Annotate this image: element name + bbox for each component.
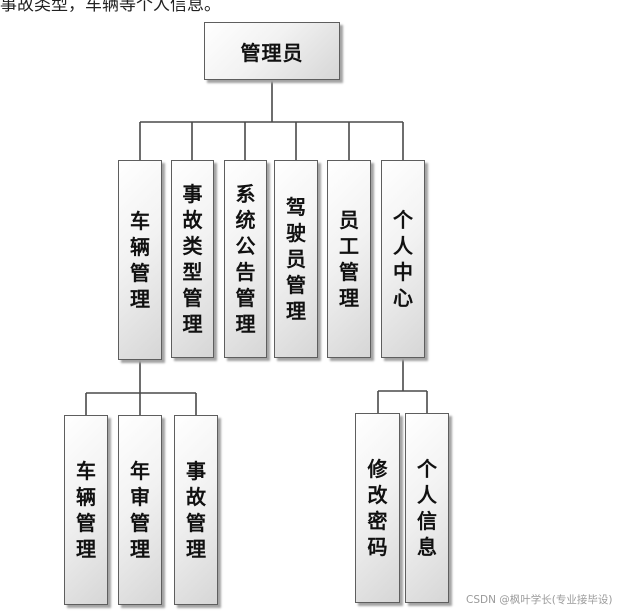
node-label: 个人中心 [393, 208, 413, 310]
node-label: 车辆管理 [76, 459, 96, 561]
node-announcement-management: 系统公告管理 [224, 160, 267, 358]
node-label: 事故类型管理 [182, 182, 203, 336]
node-accident-management: 事故管理 [174, 415, 218, 605]
node-root-admin: 管理员 [204, 22, 340, 80]
node-label: 员工管理 [339, 208, 359, 310]
node-personal-info: 个人信息 [405, 413, 449, 603]
node-label: 年审管理 [130, 459, 150, 561]
node-personal-center: 个人中心 [381, 160, 425, 358]
node-driver-management: 驾驶员管理 [274, 160, 318, 358]
node-vehicle-management-sub: 车辆管理 [64, 415, 108, 605]
node-label: 事故管理 [186, 459, 206, 561]
node-label: 修改密码 [367, 457, 388, 559]
node-vehicle-management: 车辆管理 [118, 160, 162, 360]
node-annual-review-management: 年审管理 [118, 415, 162, 605]
watermark: CSDN @枫叶学长(专业接毕设) [466, 594, 613, 606]
node-staff-management: 员工管理 [327, 160, 371, 358]
node-label: 系统公告管理 [235, 182, 256, 336]
node-change-password: 修改密码 [355, 413, 400, 603]
node-label: 驾驶员管理 [286, 195, 306, 323]
node-accident-type-management: 事故类型管理 [171, 160, 214, 358]
intro-text-fragment: 事故类型，车辆等个人信息。 [0, 0, 221, 15]
node-label: 个人信息 [417, 457, 437, 559]
node-label: 车辆管理 [130, 209, 150, 311]
node-label: 管理员 [240, 40, 304, 65]
